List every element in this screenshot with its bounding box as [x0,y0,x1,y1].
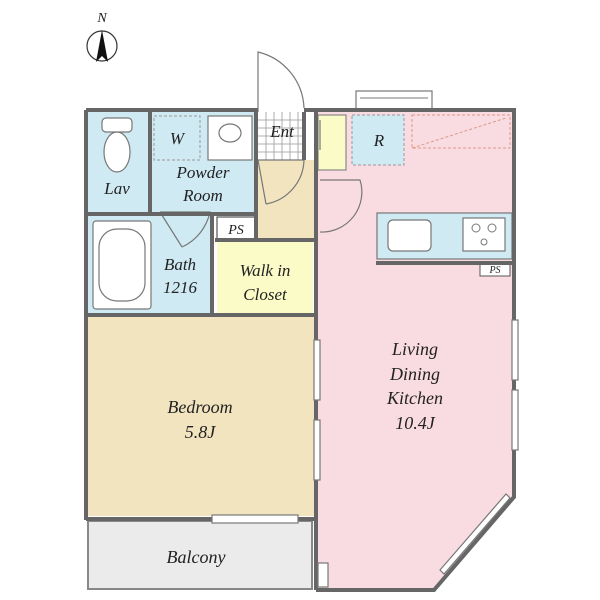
walk-in-closet-label-line2: Closet [243,285,288,304]
washbasin-icon [207,115,253,161]
bath-label-line2: 1216 [163,278,198,297]
ps-kitchen-label: PS [488,265,500,276]
stove-icon [462,217,506,252]
north-arrow-icon [96,30,108,62]
windows [211,319,519,588]
ldk-label-line2: Dining [389,364,440,384]
compass: N [86,11,118,62]
bathtub-icon [92,220,152,310]
washer-label: W [170,129,186,148]
balcony-label: Balcony [167,547,226,567]
washer-space [153,115,201,161]
north-label: N [96,11,107,26]
kitchen-counter [376,212,513,263]
walk-in-closet-area [217,242,313,315]
refrigerator-space [351,114,405,166]
kitchen-upper-cabinet-diagonal [411,117,507,149]
entrance-tile-area [258,112,304,160]
bedroom-label-line2: 5.8J [185,422,217,442]
refrigerator-label: R [373,131,385,150]
shoe-cabinet [317,114,347,171]
toilet-icon [101,117,133,173]
ldk-label-line1: Living [391,339,438,359]
ldk-label-line4: 10.4J [395,413,436,433]
door-swings [159,51,363,248]
bath-label-line1: Bath [164,255,196,274]
ldk-label-line3: Kitchen [386,388,443,408]
ps-upper-label: PS [227,223,244,238]
bedroom-label-line1: Bedroom [167,397,232,417]
entrance-label: Ent [269,122,295,141]
lav-label: Lav [103,179,130,198]
walk-in-closet-label-line1: Walk in [240,261,291,280]
sink-icon [387,219,432,252]
powder-room-label-line1: Powder [176,163,230,182]
hall-area [258,160,316,238]
bedroom-area [88,317,314,516]
kitchen-upper-cabinet [411,114,511,149]
ldk-top-window [355,90,433,110]
powder-room-label-line2: Room [182,186,223,205]
